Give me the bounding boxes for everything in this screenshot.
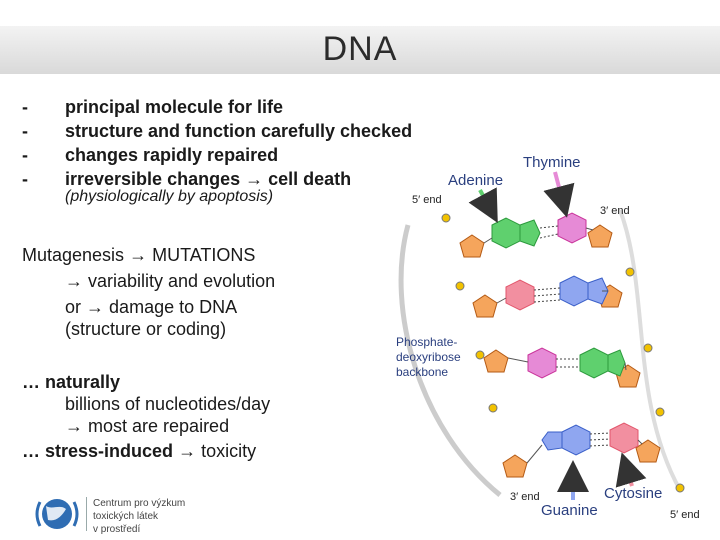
arrow-icon: → — [178, 441, 197, 461]
naturally-line: … naturally — [22, 372, 121, 392]
thymine-pointer — [543, 171, 575, 218]
bullet-dash: - — [22, 121, 28, 141]
backbone-right — [618, 209, 682, 491]
glycosidic-bond — [526, 444, 543, 464]
mutations-term: MUTATIONS — [152, 245, 256, 265]
bullet-text: principal molecule for life — [65, 97, 284, 117]
apoptosis-note: (physiologically by apoptosis) — [65, 188, 274, 205]
adenine-ring — [519, 219, 541, 247]
bullet-text: structure and function carefully checked — [65, 121, 413, 141]
hydrogen-bond — [533, 293, 561, 297]
hydrogen-bond — [589, 444, 611, 447]
sugar-pentagon — [502, 454, 528, 478]
guanine-ring — [541, 431, 563, 451]
phosphate-group — [455, 281, 465, 291]
end-label: 3′ end — [600, 205, 630, 217]
guanine-base — [561, 424, 591, 456]
phosphate-group — [675, 483, 685, 493]
backbone-label-3: backbone — [396, 365, 448, 379]
phosphate-group — [625, 267, 635, 277]
phosphate-group — [488, 403, 498, 413]
adenine-base — [491, 217, 521, 249]
arrow-icon: → — [129, 245, 148, 265]
end-label: 5′ end — [670, 509, 700, 521]
mutagenesis-term: Mutagenesis — [22, 245, 125, 265]
glycosidic-bond — [637, 439, 643, 445]
adenine-ring — [607, 349, 626, 377]
guanine-ring — [587, 277, 609, 305]
bullet-text-before: irreversible changes — [65, 169, 241, 189]
cytosine-base — [505, 279, 535, 311]
slide-title: DNA — [322, 30, 398, 68]
backbone-label-2: deoxyribose — [396, 350, 461, 364]
bullet-text-after: cell death — [268, 169, 352, 189]
bullet-dash: - — [22, 145, 28, 165]
hydrogen-bond — [589, 438, 611, 441]
damage-line: or → damage to DNA — [65, 297, 237, 318]
nucleotides-line: billions of nucleotides/day — [65, 394, 271, 414]
logo-line: Centrum pro výzkum — [93, 498, 186, 509]
variability-line: → variability and evolution — [65, 271, 275, 292]
cytosine-label: Cytosine — [604, 485, 662, 502]
bullet-text: changes rapidly repaired — [65, 145, 279, 165]
stress-text: … stress-induced — [22, 441, 174, 461]
repaired-text: most are repaired — [88, 416, 230, 436]
backbone-label-1: Phosphate- — [396, 335, 457, 349]
title-bar — [0, 26, 720, 74]
recetox-logo-icon — [35, 499, 79, 529]
sugar-pentagon — [635, 439, 661, 463]
arrow-icon: → — [65, 271, 83, 291]
logo-line: v prostředí — [93, 524, 141, 535]
glycosidic-bond — [496, 297, 507, 304]
guanine-label: Guanine — [541, 502, 598, 519]
repaired-line: → most are repaired — [65, 416, 229, 437]
end-label: 3′ end — [510, 491, 540, 503]
phosphate-group — [475, 350, 485, 360]
sugar-pentagon — [483, 349, 509, 373]
cytosine-base — [609, 422, 639, 454]
arrow-icon: → — [65, 416, 83, 436]
thymine-label: Thymine — [523, 154, 581, 171]
hydrogen-bond — [589, 432, 611, 435]
guanine-base — [559, 275, 589, 307]
dna-diagram: Adenine Thymine Guanine Cytosine Phospha… — [396, 154, 700, 521]
hydrogen-bond — [533, 299, 561, 303]
thymine-base — [557, 212, 587, 244]
backbone-left — [398, 224, 502, 497]
thymine-base — [527, 347, 557, 379]
phosphate-group — [655, 407, 665, 417]
bullet-dash: - — [22, 169, 28, 189]
phosphate-group — [441, 213, 451, 223]
hydrogen-bond — [539, 233, 559, 239]
adenine-base — [579, 347, 609, 379]
toxicity-text: toxicity — [201, 441, 257, 461]
sugar-pentagon — [587, 224, 613, 248]
or-text: or — [65, 297, 82, 317]
end-label: 5′ end — [412, 194, 442, 206]
arrow-icon: → — [245, 169, 264, 189]
variability-text: variability and evolution — [88, 271, 276, 291]
adenine-label: Adenine — [448, 172, 503, 189]
bullet-dash: - — [22, 97, 28, 117]
stress-line: … stress-induced → toxicity — [22, 441, 256, 462]
damage-text: damage to DNA — [109, 297, 238, 317]
logo-line: toxických látek — [93, 511, 159, 522]
logo-divider — [86, 497, 87, 531]
logo-text: Centrum pro výzkum toxických látek v pro… — [93, 497, 185, 536]
glycosidic-bond — [624, 362, 627, 371]
structure-line: (structure or coding) — [65, 319, 227, 339]
glycosidic-bond — [483, 237, 493, 244]
mutagenesis-line: Mutagenesis → MUTATIONS — [22, 245, 255, 266]
sugar-pentagon — [472, 294, 498, 318]
hydrogen-bond — [539, 225, 559, 229]
glycosidic-bond — [585, 227, 594, 231]
arrow-icon: → — [86, 297, 105, 317]
cytosine-pointer — [615, 452, 647, 488]
glycosidic-bond — [507, 357, 529, 363]
bullet-text: irreversible changes → cell death — [65, 169, 351, 190]
sugar-pentagon — [459, 234, 485, 258]
adenine-pointer — [468, 187, 498, 224]
phosphate-group — [643, 343, 653, 353]
hydrogen-bond — [533, 287, 561, 291]
